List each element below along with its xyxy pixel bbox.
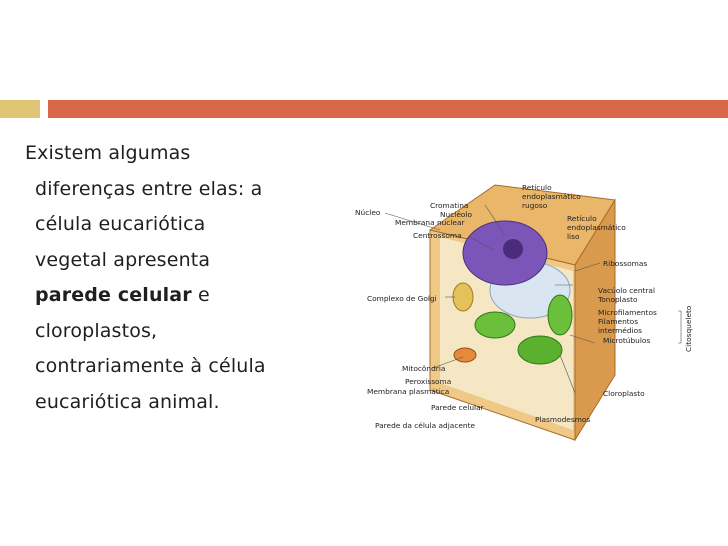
label-parede-adjacente: Parede da célula adjacente <box>375 421 476 430</box>
plant-cell-diagram: Núcleo Cromatina Nucléolo Membrana nucle… <box>345 175 715 445</box>
label-tonoplasto: Tonoplasto <box>597 295 638 304</box>
label-reticulo-liso-1: Retículo <box>567 214 597 223</box>
label-reticulo-liso-2: endoplasmático <box>567 223 626 232</box>
label-mitocondria: Mitocôndria <box>402 364 445 373</box>
label-cloroplasto: Cloroplasto <box>603 389 645 398</box>
label-cromatina: Cromatina <box>430 201 468 210</box>
label-reticulo-liso-3: liso <box>567 232 580 241</box>
body-line-2: diferenças entre elas: a <box>25 172 340 208</box>
label-filamentos-1: Filamentos <box>598 317 638 326</box>
label-peroxissoma: Peroxissoma <box>405 377 451 386</box>
chloroplast-shape-2 <box>518 336 562 364</box>
body-line-4: vegetal apresenta <box>25 243 340 279</box>
label-reticulo-rugoso-3: rugoso <box>522 201 548 210</box>
chloroplast-shape-1 <box>475 312 515 338</box>
plant-cell-illustration: Núcleo Cromatina Nucléolo Membrana nucle… <box>345 175 715 445</box>
golgi-shape <box>453 283 473 311</box>
label-reticulo-rugoso-1: Retículo <box>522 183 552 192</box>
decorative-bar-yellow <box>0 100 40 118</box>
bold-term-parede-celular: parede celular <box>35 284 192 306</box>
nucleolus-shape <box>503 239 523 259</box>
chloroplast-shape-3 <box>548 295 572 335</box>
body-line-1: Existem algumas <box>25 136 340 172</box>
label-parede-celular: Parede celular <box>431 403 485 412</box>
label-nucleo: Núcleo <box>355 208 381 217</box>
body-line-7: contrariamente à célula <box>25 349 340 385</box>
label-filamentos-2: intermédios <box>598 326 642 335</box>
label-membrana-plasmatica: Membrana plasmática <box>367 387 449 396</box>
body-line-8: eucariótica animal. <box>25 385 340 421</box>
label-centrossoma: Centrossoma <box>413 231 462 240</box>
label-membrana-nuclear: Membrana nuclear <box>395 218 466 227</box>
mitochondrion-shape <box>454 348 476 362</box>
label-plasmodesmos: Plasmodesmos <box>535 415 590 424</box>
label-vacuolo-central: Vacúolo central <box>598 286 655 295</box>
decorative-bar-orange <box>48 100 728 118</box>
label-citosqueleto: Citosqueleto <box>684 305 693 352</box>
cytoskeleton-bracket <box>678 311 681 343</box>
slide-body-text: Existem algumas diferenças entre elas: a… <box>25 136 340 420</box>
label-ribossomas: Ribossomas <box>603 259 647 268</box>
body-line-5-rest: e <box>192 284 210 306</box>
body-line-6: cloroplastos, <box>25 314 340 350</box>
body-line-3: célula eucariótica <box>25 207 340 243</box>
label-complexo-golgi: Complexo de Golgi <box>367 294 437 303</box>
body-line-5: parede celular e <box>25 278 340 314</box>
label-microtubulos: Microtúbulos <box>603 336 650 345</box>
label-microfilamentos: Microfilamentos <box>598 308 657 317</box>
label-reticulo-rugoso-2: endoplasmático <box>522 192 581 201</box>
